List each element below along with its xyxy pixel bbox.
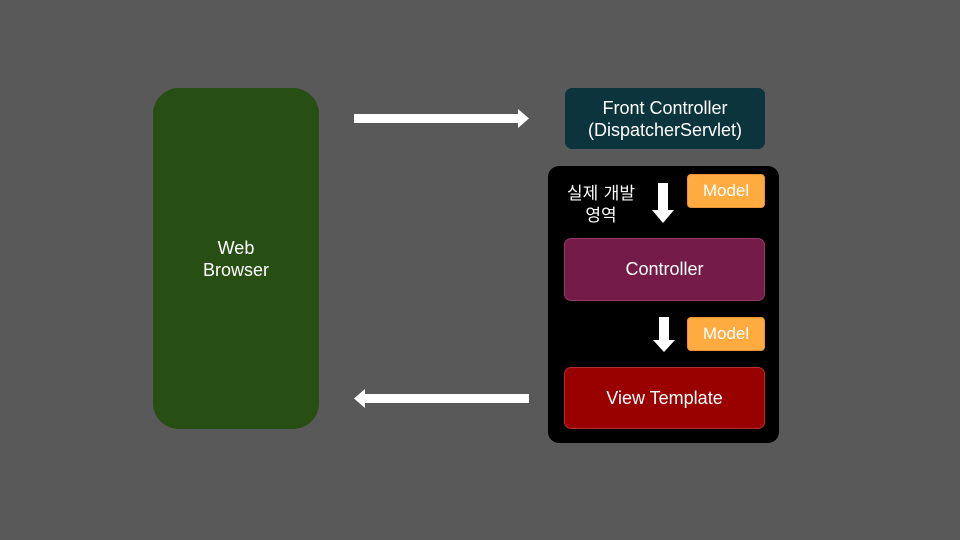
model-box-2: Model (687, 317, 765, 351)
model-box-1: Model (687, 174, 765, 208)
web-browser-label-line1: Web (217, 237, 255, 258)
dev-area-label-line2: 영역 (585, 206, 617, 226)
web-browser-box: Web Browser (153, 88, 319, 429)
web-browser-label-line2: Browser (202, 259, 269, 280)
model-label-2: Model (702, 324, 750, 343)
arrow-left-icon (354, 389, 529, 408)
front-controller-box: Front Controller (DispatcherServlet) (565, 88, 765, 149)
view-template-label: View Template (606, 387, 723, 408)
arrow-right-icon (354, 109, 529, 128)
dev-area-label-line1: 실제 개발 (567, 184, 635, 204)
view-template-box: View Template (564, 367, 765, 429)
front-controller-label-line1: Front Controller (602, 97, 728, 118)
controller-label: Controller (625, 259, 704, 279)
controller-box: Controller (564, 238, 765, 301)
model-label-1: Model (702, 181, 750, 200)
front-controller-label-line2: (DispatcherServlet) (587, 119, 743, 140)
dev-area-label: 실제 개발 영역 (560, 183, 642, 227)
